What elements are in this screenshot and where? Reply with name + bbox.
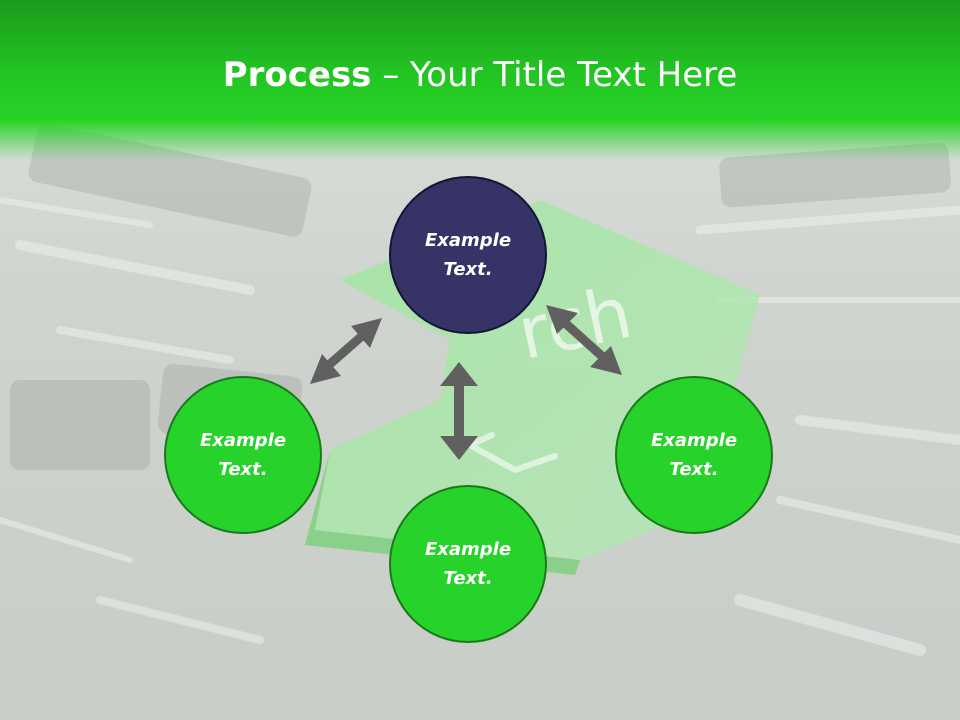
node-bottom-label: Example Text.: [424, 539, 512, 589]
title-rest: – Your Title Text Here: [371, 55, 738, 95]
double-arrow-top-right: [546, 305, 622, 375]
arrow-group: [310, 305, 622, 460]
node-right-label: Example Text.: [650, 430, 738, 480]
node-left[interactable]: Example Text.: [164, 376, 322, 534]
title-bar: [0, 0, 960, 160]
node-left-label: Example Text.: [199, 430, 287, 480]
double-arrow-vertical: [440, 362, 478, 460]
node-top-label: Example Text.: [424, 230, 512, 280]
double-arrow-top-left: [310, 318, 382, 384]
node-right[interactable]: Example Text.: [615, 376, 773, 534]
node-top[interactable]: Example Text.: [389, 176, 547, 334]
slide-title: Process – Your Title Text Here: [0, 52, 960, 98]
title-bold: Process: [222, 55, 372, 95]
node-bottom[interactable]: Example Text.: [389, 485, 547, 643]
